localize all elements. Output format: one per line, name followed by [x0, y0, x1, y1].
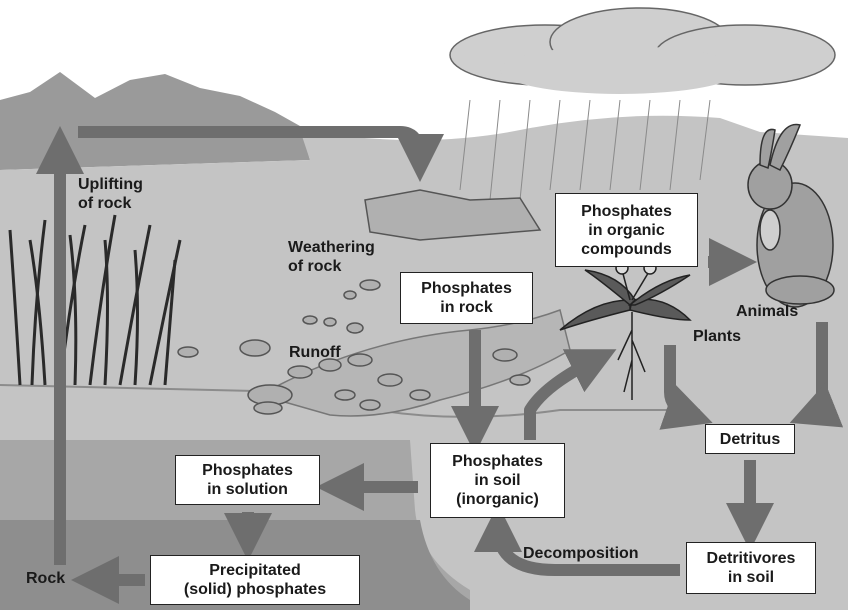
- uplifting-label: Uplifting of rock: [78, 175, 143, 213]
- decomposition-label: Decomposition: [523, 544, 639, 563]
- mountain-range: [0, 72, 310, 170]
- detritus-box: Detritus: [705, 424, 795, 454]
- rock-label: Rock: [26, 569, 65, 588]
- phosphates-in-soil-box: Phosphates in soil (inorganic): [430, 443, 565, 518]
- detritivores-box: Detritivores in soil: [686, 542, 816, 594]
- runoff-label: Runoff: [289, 343, 341, 362]
- precipitated-phosphates-box: Precipitated (solid) phosphates: [150, 555, 360, 605]
- phosphates-in-solution-box: Phosphates in solution: [175, 455, 320, 505]
- animals-label: Animals: [736, 302, 798, 321]
- phosphates-organic-box: Phosphates in organic compounds: [555, 193, 698, 267]
- cloud-icon: [450, 8, 835, 94]
- plants-label: Plants: [693, 327, 741, 346]
- phosphates-in-rock-box: Phosphates in rock: [400, 272, 533, 324]
- weathering-label: Weathering of rock: [288, 238, 375, 276]
